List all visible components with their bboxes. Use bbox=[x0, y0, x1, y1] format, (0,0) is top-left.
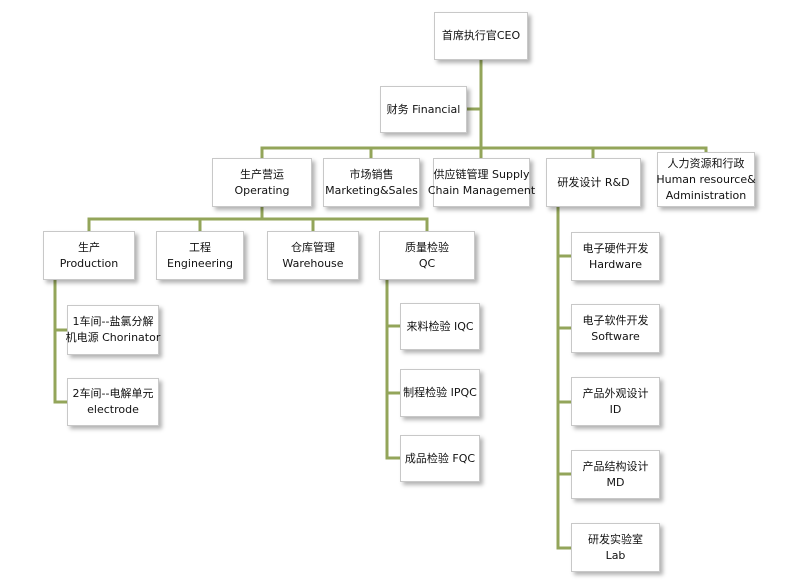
node-hr-label-en: Human resource& bbox=[656, 172, 756, 186]
node-id-label-en: ID bbox=[609, 402, 622, 416]
node-qc-label-en: QC bbox=[418, 256, 436, 270]
node-software-label-en: Software bbox=[591, 329, 640, 343]
node-workshop-2-label-en: electrode bbox=[87, 403, 139, 416]
node-md-label: 产品结构设计 bbox=[582, 459, 649, 473]
node-hardware: 电子硬件开发 Hardware bbox=[571, 232, 660, 281]
node-ipqc-label: 制程检验 IPQC bbox=[403, 386, 477, 399]
node-hardware-label: 电子硬件开发 bbox=[582, 241, 649, 255]
node-hr-label-en-2: Administration bbox=[665, 188, 747, 202]
node-marketing: 市场销售 Marketing&Sales bbox=[323, 158, 420, 207]
node-engineering: 工程 Engineering bbox=[156, 231, 244, 280]
node-financial-label: 财务 Financial bbox=[386, 102, 461, 116]
node-lab-label: 研发实验室 bbox=[588, 532, 643, 546]
node-software-label: 电子软件开发 bbox=[582, 313, 649, 327]
node-production: 生产 Production bbox=[43, 231, 135, 280]
node-ceo: 首席执行官CEO bbox=[434, 12, 528, 60]
node-workshop-1-label: 1车间--盐氯分解 bbox=[72, 315, 154, 328]
node-marketing-label-en: Marketing&Sales bbox=[325, 183, 418, 197]
node-md: 产品结构设计 MD bbox=[571, 450, 660, 499]
node-production-label: 生产 bbox=[78, 240, 100, 254]
node-workshop-2-label: 2车间--电解单元 bbox=[72, 387, 154, 400]
node-fqc-label: 成品检验 FQC bbox=[404, 451, 476, 465]
node-operating: 生产营运 Operating bbox=[212, 158, 312, 207]
node-marketing-label: 市场销售 bbox=[349, 167, 394, 181]
node-workshop-1: 1车间--盐氯分解 机电源 Chorinator bbox=[65, 305, 161, 355]
node-warehouse-label-en: Warehouse bbox=[282, 256, 344, 270]
node-operating-label-en: Operating bbox=[234, 183, 290, 197]
node-lab-label-en: Lab bbox=[605, 548, 626, 562]
node-qc: 质量检验 QC bbox=[379, 231, 475, 280]
node-workshop-1-label-en: 机电源 Chorinator bbox=[65, 331, 161, 344]
node-iqc: 来料检验 IQC bbox=[400, 303, 480, 350]
node-software: 电子软件开发 Software bbox=[571, 304, 660, 353]
node-hr-label: 人力资源和行政 bbox=[667, 156, 745, 170]
node-financial: 财务 Financial bbox=[380, 86, 467, 133]
node-iqc-label: 来料检验 IQC bbox=[406, 319, 474, 333]
node-workshop-2: 2车间--电解单元 electrode bbox=[67, 378, 159, 426]
node-md-label-en: MD bbox=[606, 475, 625, 489]
node-fqc: 成品检验 FQC bbox=[400, 435, 480, 482]
node-supply-chain: 供应链管理 Supply Chain Management bbox=[428, 158, 535, 207]
node-rnd: 研发设计 R&D bbox=[546, 158, 641, 207]
node-production-label-en: Production bbox=[59, 256, 119, 270]
node-supply-chain-label: 供应链管理 Supply bbox=[433, 167, 530, 181]
node-rnd-label: 研发设计 R&D bbox=[557, 175, 630, 189]
node-supply-chain-label-en: Chain Management bbox=[427, 183, 536, 197]
node-hr: 人力资源和行政 Human resource& Administration bbox=[656, 152, 756, 207]
node-operating-label: 生产营运 bbox=[240, 167, 284, 181]
node-qc-label: 质量检验 bbox=[405, 240, 449, 254]
node-ceo-label: 首席执行官CEO bbox=[441, 29, 521, 42]
node-lab: 研发实验室 Lab bbox=[571, 523, 660, 572]
node-engineering-label: 工程 bbox=[189, 240, 211, 254]
node-hardware-label-en: Hardware bbox=[588, 257, 643, 271]
node-warehouse-label: 仓库管理 bbox=[291, 240, 335, 254]
node-engineering-label-en: Engineering bbox=[167, 256, 233, 270]
node-id-label: 产品外观设计 bbox=[582, 386, 649, 400]
node-warehouse: 仓库管理 Warehouse bbox=[267, 231, 359, 280]
node-ipqc: 制程检验 IPQC bbox=[400, 369, 480, 417]
node-id: 产品外观设计 ID bbox=[571, 377, 660, 426]
